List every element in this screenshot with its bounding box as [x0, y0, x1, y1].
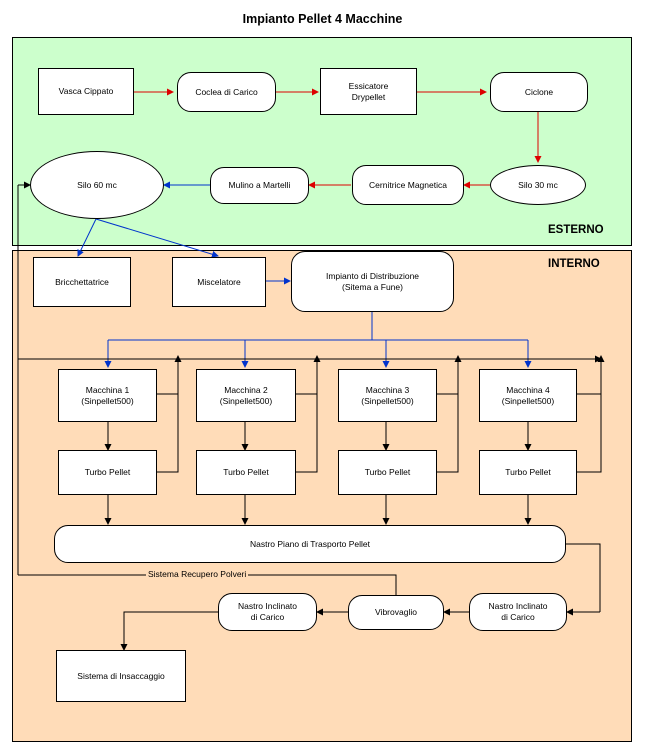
node-turbo-pellet-3: Turbo Pellet: [338, 450, 437, 495]
diagram-title: Impianto Pellet 4 Macchine: [242, 12, 403, 26]
arrow-incl-insaccaggio: [123, 611, 218, 650]
node-turbo-pellet-1: Turbo Pellet: [58, 450, 157, 495]
node-silo-30: Silo 30 mc: [490, 165, 586, 205]
node-macchina-4: Macchina 4 (Sinpellet500): [479, 369, 577, 422]
node-turbo-pellet-4: Turbo Pellet: [479, 450, 577, 495]
node-miscelatore: Miscelatore: [172, 257, 266, 307]
black-flow: [17, 181, 605, 651]
node-nastro-piano: Nastro Piano di Trasporto Pellet: [54, 525, 566, 563]
node-cernitrice: Cernitrice Magnetica: [352, 165, 464, 205]
node-coclea-di-carico: Coclea di Carico: [177, 72, 276, 112]
turbo-return-3: [437, 359, 459, 473]
blue-flow: [77, 181, 532, 368]
node-distribuzione: Impianto di Distribuzione (Sitema a Fune…: [291, 251, 454, 312]
node-mulino: Mulino a Martelli: [210, 167, 309, 204]
node-macchina-1: Macchina 1 (Sinpellet500): [58, 369, 157, 422]
node-insaccaggio: Sistema di Insaccaggio: [56, 650, 186, 702]
node-macchina-2: Macchina 2 (Sinpellet500): [196, 369, 296, 422]
node-ciclone: Ciclone: [490, 72, 588, 112]
zone-esterno-label: ESTERNO: [548, 224, 604, 236]
arrow-silo60-bricchettatrice: [77, 218, 97, 257]
zone-interno-label: INTERNO: [548, 258, 600, 270]
node-nastro-inclinato-sx: Nastro Inclinato di Carico: [218, 593, 317, 631]
arrow-silo60-miscelatore: [95, 218, 219, 258]
node-essicatore: Essicatore Drypellet: [320, 68, 417, 115]
recovery-from-vibrovaglio: [18, 574, 397, 595]
label-recupero-polveri: Sistema Recupero Polveri: [146, 569, 249, 579]
node-nastro-inclinato-dx: Nastro Inclinato di Carico: [469, 593, 567, 631]
node-vasca-cippato: Vasca Cippato: [38, 68, 134, 115]
node-silo-60: Silo 60 mc: [30, 151, 164, 219]
node-vibrovaglio: Vibrovaglio: [348, 595, 444, 630]
red-flow: [134, 88, 542, 189]
turbo-return-2: [296, 359, 318, 473]
node-bricchettatrice: Bricchettatrice: [33, 257, 131, 307]
node-turbo-pellet-2: Turbo Pellet: [196, 450, 296, 495]
turbo-return-4: [577, 359, 602, 473]
turbo-return-1: [157, 359, 179, 473]
node-macchina-3: Macchina 3 (Sinpellet500): [338, 369, 437, 422]
arrow-nastro-incl-dx: [566, 543, 601, 612]
distribution-bus: [108, 312, 373, 341]
